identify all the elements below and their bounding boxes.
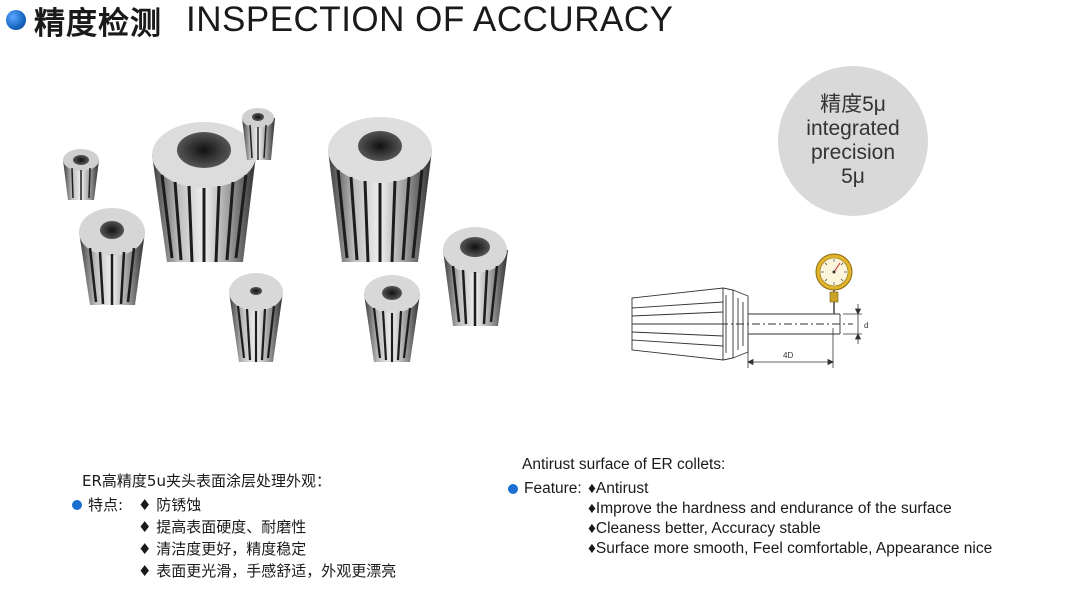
precision-badge: 精度5μ integrated precision 5μ (778, 66, 928, 216)
collet-image (152, 122, 256, 263)
blue-dot-icon (72, 499, 82, 510)
feature-en-item: ♦Cleaness better, Accuracy stable (588, 520, 821, 537)
feature-cn-item: ♦ 清洁度更好，精度稳定 (138, 540, 307, 558)
blue-dot-icon (508, 484, 518, 494)
4d-dimension (747, 328, 834, 368)
feature-en-item: ♦Surface more smooth, Feel comfortable, … (588, 540, 993, 557)
label-4d: 4D (783, 351, 793, 360)
test-shaft (688, 313, 853, 335)
badge-line-integrated: integrated (806, 117, 900, 140)
collet-image (443, 227, 508, 326)
label-d: d (864, 321, 868, 330)
collet-image (79, 208, 145, 305)
features-en-label: Feature: (524, 480, 582, 497)
feature-en-item: ♦Antirust (588, 480, 649, 497)
blue-bullet-icon (6, 10, 26, 30)
feature-en-item: ♦Improve the hardness and endurance of t… (588, 500, 952, 517)
dial-gauge-icon (815, 253, 853, 314)
collet-image (229, 273, 283, 362)
feature-cn-item: ♦ 提高表面硬度、耐磨性 (138, 518, 307, 536)
collet-image (63, 149, 99, 200)
page-title-en: INSPECTION OF ACCURACY (186, 0, 674, 39)
page-header: 精度检测 INSPECTION OF ACCURACY (6, 0, 674, 42)
collet-image (364, 275, 420, 362)
feature-cn-item: ♦ 表面更光滑，手感舒适，外观更漂亮 (138, 562, 397, 580)
feature-cn-item: ♦ 防锈蚀 (138, 496, 202, 514)
badge-line-precision: precision (810, 141, 896, 164)
features-en-title: Antirust surface of ER collets: (522, 456, 726, 473)
features-cn-label-row: 特点: (72, 494, 123, 515)
badge-line-cn: 精度5μ (820, 93, 886, 116)
d-dimension (843, 304, 862, 344)
inspection-diagram: d 4D (631, 253, 868, 368)
badge-line-value: 5μ (841, 165, 865, 188)
collets-photo (63, 108, 508, 362)
features-cn-label: 特点: (88, 496, 124, 514)
page-title-cn: 精度检测 (34, 5, 162, 42)
features-en-label-row: Feature: (508, 480, 582, 498)
features-cn-title: ER高精度5u夹头表面涂层处理外观： (82, 472, 331, 490)
collet-image (242, 108, 275, 160)
collet-image (328, 117, 432, 263)
